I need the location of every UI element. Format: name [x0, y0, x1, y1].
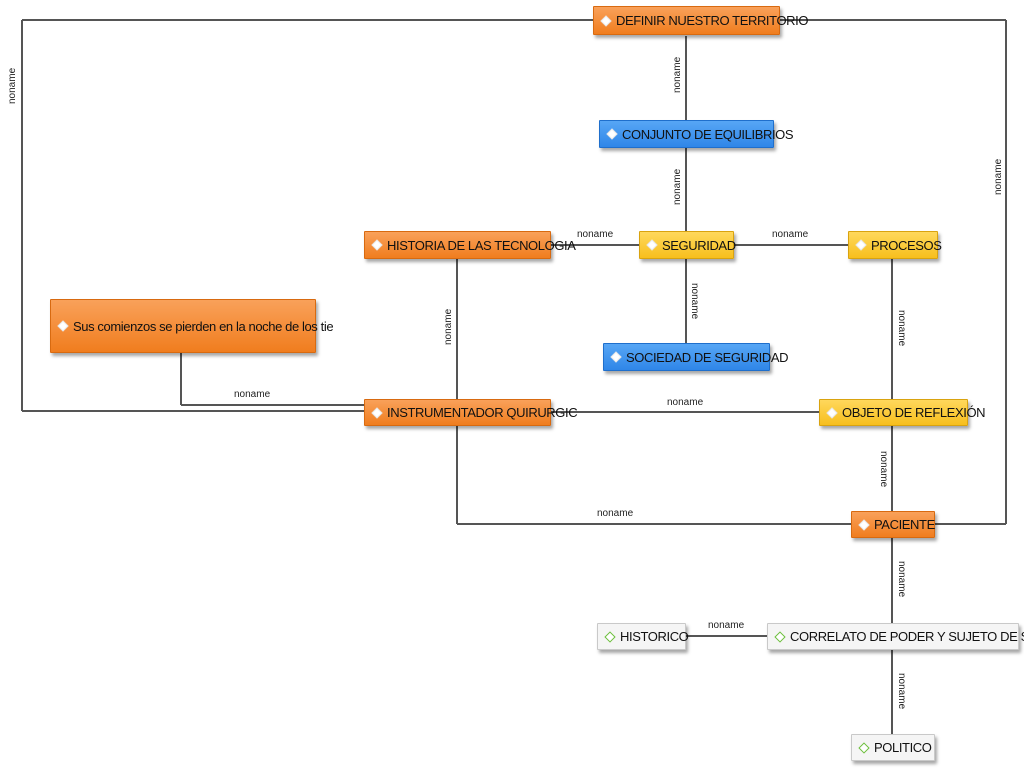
diamond-icon — [57, 320, 69, 332]
node-label: DEFINIR NUESTRO TERRITORIO — [616, 13, 809, 28]
node-sus-comienzos[interactable]: Sus comienzos se pierden en la noche de … — [50, 299, 334, 353]
diamond-icon — [646, 239, 658, 251]
node-label: HISTORIA DE LAS TECNOLOGIA — [387, 237, 576, 253]
diamond-icon — [371, 406, 383, 419]
edge-label-historia-instrumentador: noname — [443, 308, 454, 345]
edge-label-instrumentador-objeto: noname — [667, 397, 704, 408]
node-conjunto-equilibrios[interactable]: CONJUNTO DE EQUILIBRIOS — [599, 120, 794, 148]
node-label: CONJUNTO DE EQUILIBRIOS — [622, 126, 794, 142]
node-historico[interactable]: HISTORICO — [597, 623, 689, 650]
node-historia-tecnologia[interactable]: HISTORIA DE LAS TECNOLOGIA — [364, 231, 576, 259]
node-label: CORRELATO DE PODER Y SUJETO DE SABER — [790, 629, 1024, 644]
node-label: POLITICO — [874, 740, 932, 755]
diamond-icon — [858, 518, 870, 531]
edge-label-paciente-correlato: noname — [896, 561, 907, 598]
node-label: PACIENTE — [874, 517, 935, 532]
node-instrumentador-quirurgic[interactable]: INSTRUMENTADOR QUIRURGIC — [364, 399, 578, 426]
node-label: Sus comienzos se pierden en la noche de … — [73, 318, 334, 334]
node-procesos[interactable]: PROCESOS — [848, 231, 942, 259]
node-label: HISTORICO — [620, 629, 689, 644]
node-seguridad[interactable]: SEGURIDAD — [639, 231, 736, 259]
node-paciente[interactable]: PACIENTE — [851, 511, 935, 538]
edge-label-instrumentador-paciente: noname — [597, 508, 634, 519]
edge-label-conjunto-seguridad: noname — [672, 168, 683, 205]
diamond-icon — [606, 128, 618, 140]
edge-label-right-loop: noname — [993, 158, 1004, 195]
edge-label-seguridad-sociedad: noname — [689, 283, 700, 320]
diamond-icon — [371, 239, 383, 251]
edge-label-objeto-paciente: noname — [878, 451, 889, 488]
node-correlato-poder[interactable]: CORRELATO DE PODER Y SUJETO DE SABER — [767, 623, 1024, 650]
diamond-icon — [858, 741, 870, 754]
edge-label-definir-conjunto: noname — [672, 56, 683, 93]
diamond-icon — [774, 630, 786, 643]
edge-label-historico-correlato: noname — [708, 620, 745, 631]
node-label: SOCIEDAD DE SEGURIDAD — [626, 349, 789, 365]
node-label: INSTRUMENTADOR QUIRURGIC — [387, 405, 578, 420]
edge-label-left-loop: noname — [7, 67, 18, 104]
node-label: OBJETO DE REFLEXIÓN — [842, 405, 986, 420]
diamond-icon — [826, 406, 838, 419]
edge-label-sus-instrumentador: noname — [234, 389, 271, 400]
edge-label-procesos-objeto: noname — [896, 310, 907, 347]
node-label: PROCESOS — [871, 237, 942, 253]
node-politico[interactable]: POLITICO — [851, 734, 935, 761]
node-sociedad-seguridad[interactable]: SOCIEDAD DE SEGURIDAD — [603, 343, 788, 371]
edge-label-seguridad-procesos: noname — [772, 229, 809, 240]
diamond-icon — [610, 351, 622, 363]
node-label: SEGURIDAD — [662, 237, 736, 253]
edge-label-correlato-politico: noname — [896, 673, 907, 710]
diamond-icon — [604, 630, 616, 643]
edge-label-historia-seguridad: noname — [577, 229, 614, 240]
node-objeto-reflexion[interactable]: OBJETO DE REFLEXIÓN — [819, 399, 986, 426]
diamond-icon — [600, 14, 612, 27]
node-definir-territorio[interactable]: DEFINIR NUESTRO TERRITORIO — [593, 6, 808, 35]
diamond-icon — [855, 239, 867, 251]
